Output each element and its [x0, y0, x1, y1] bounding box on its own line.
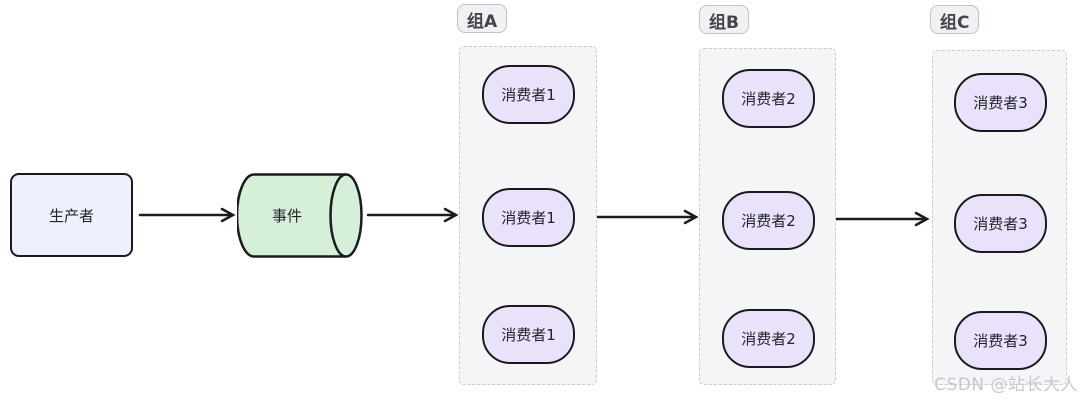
group-a-label: 组A — [467, 12, 498, 32]
producer-label: 生产者 — [48, 206, 94, 225]
event-label: 事件 — [271, 207, 302, 225]
event-node[interactable]: 事件 — [237, 173, 363, 258]
arrow-producer-to-event — [138, 207, 236, 223]
consumer-node[interactable]: 消费者1 — [482, 65, 575, 124]
consumer-node[interactable]: 消费者3 — [954, 194, 1047, 253]
consumer-node[interactable]: 消费者1 — [482, 188, 575, 247]
group-a-container: 消费者1 消费者1 消费者1 — [459, 46, 597, 385]
consumer-node[interactable]: 消费者3 — [954, 311, 1047, 370]
watermark-text: CSDN @站长大人 — [934, 375, 1078, 395]
producer-node[interactable]: 生产者 — [10, 173, 133, 257]
group-c-label: 组C — [940, 13, 970, 33]
cylinder-shape — [237, 173, 363, 258]
group-a-badge: 组A — [457, 4, 508, 33]
consumer-node[interactable]: 消费者3 — [954, 73, 1047, 132]
consumer-node[interactable]: 消费者2 — [722, 69, 815, 128]
group-c-badge: 组C — [930, 5, 980, 34]
group-b-container: 消费者2 消费者2 消费者2 — [699, 48, 836, 385]
group-c-container: 消费者3 消费者3 消费者3 — [932, 50, 1067, 385]
group-b-badge: 组B — [699, 5, 749, 34]
consumer-node[interactable]: 消费者1 — [482, 305, 575, 364]
arrow-event-to-group-a — [366, 207, 459, 223]
consumer-node[interactable]: 消费者2 — [722, 309, 815, 368]
group-b-label: 组B — [709, 13, 739, 33]
consumer-node[interactable]: 消费者2 — [722, 191, 815, 250]
